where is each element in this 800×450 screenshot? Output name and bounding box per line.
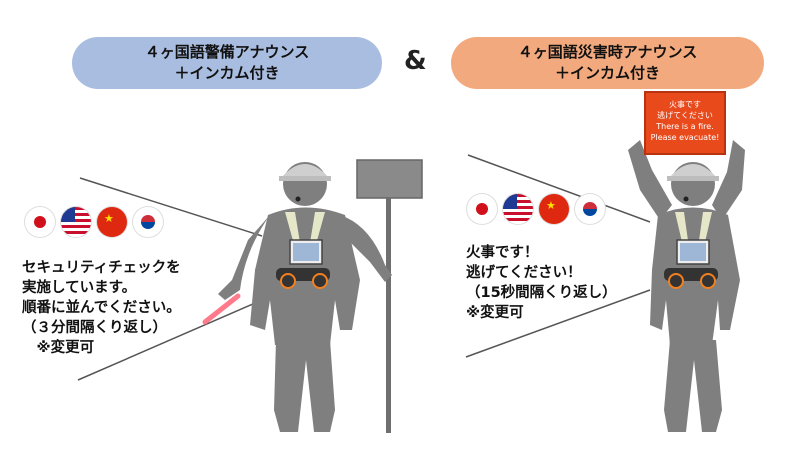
sign-line-2: 逃げてください: [657, 111, 713, 120]
wedge-line-top-right: [467, 154, 651, 223]
sign-line-1: 火事です: [669, 100, 701, 109]
red-baton: [202, 293, 241, 325]
fire-evacuation-sign: 火事です 逃げてください There is a fire. Please eva…: [644, 91, 726, 155]
disaster-guard-figure: [628, 140, 745, 432]
security-guard-figure: [218, 159, 423, 433]
wedge-line-bottom-left: [77, 299, 263, 381]
title-line-2: ＋インカム付き: [554, 64, 660, 82]
usa-flag-icon: [61, 207, 91, 237]
title-line-1: ４ヶ国語警備アナウンス: [144, 43, 310, 61]
ampersand: &: [404, 46, 427, 76]
language-flags-left: ★: [25, 207, 163, 237]
japan-flag-icon: [467, 194, 497, 224]
disaster-announcement-text: 火事です！ 逃げてください！ （15秒間隔くり返し） ※変更可: [466, 245, 617, 321]
korea-flag-icon: [133, 207, 163, 237]
sign-line-4: Please evacuate!: [650, 133, 720, 142]
wedge-line-bottom-right: [465, 289, 651, 358]
usa-flag-icon: [503, 194, 533, 224]
sign-line-3: There is a fire.: [656, 122, 714, 131]
china-flag-icon: ★: [539, 194, 569, 224]
blank-sign-board: [356, 159, 423, 199]
language-flags-right: ★: [467, 194, 605, 224]
security-announcement-text: セキュリティチェックを 実施しています。 順番に並んでください。 （３分間隔くり…: [22, 260, 181, 356]
japan-flag-icon: [25, 207, 55, 237]
wedge-line-top-left: [79, 177, 263, 237]
sign-pole: [386, 198, 391, 433]
title-pill-security: ４ヶ国語警備アナウンス ＋インカム付き: [72, 37, 382, 89]
title-line-1: ４ヶ国語災害時アナウンス: [517, 43, 698, 61]
china-flag-icon: ★: [97, 207, 127, 237]
title-line-2: ＋インカム付き: [174, 64, 280, 82]
title-pill-disaster: ４ヶ国語災害時アナウンス ＋インカム付き: [451, 37, 764, 89]
korea-flag-icon: [575, 194, 605, 224]
